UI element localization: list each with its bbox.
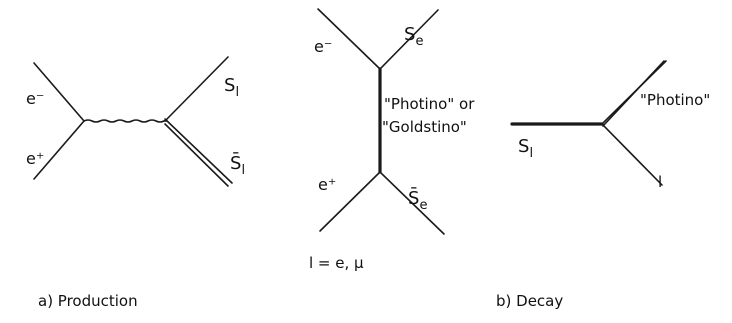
production-s-l-bar-label: S̄l [230, 152, 245, 178]
production-s-l-label: Sl [224, 75, 239, 100]
photino-or-label: "Photino" or [384, 95, 475, 113]
exchange-diagram: e⁻ Se "Photino" or "Goldstino" e⁺ S̄e l … [309, 8, 475, 272]
decay-caption: b) Decay [496, 292, 563, 310]
exchange-s-e-label: Se [404, 24, 423, 49]
decay-lepton-line [601, 123, 663, 186]
e-minus-line [33, 62, 85, 122]
exchange-s-e-bar-label: S̄e [408, 187, 427, 213]
production-e-minus-label: e⁻ [26, 89, 44, 108]
exchange-e-plus-label: e⁺ [318, 175, 336, 194]
decay-photino-line-b [602, 60, 665, 127]
s-l-bar-line-a [164, 118, 233, 184]
decay-s-l-label: Sl [518, 136, 533, 161]
s-l-bar-line-b [164, 123, 229, 187]
exchange-s-e-line [379, 9, 439, 70]
decay-photino-label: "Photino" [640, 91, 710, 109]
s-l-line [164, 56, 229, 122]
exchange-s-e-bar-line [379, 171, 445, 235]
decay-diagram: Sl "Photino" l b) Decay [496, 60, 710, 310]
decay-lepton-label: l [658, 173, 662, 191]
production-e-plus-label: e⁺ [26, 149, 44, 168]
e-plus-line [33, 120, 85, 180]
production-caption: a) Production [38, 292, 138, 310]
production-diagram: e⁻ e⁺ Sl S̄l a) Production [26, 56, 245, 310]
exchange-e-plus-line [319, 171, 381, 232]
photon-propagator [83, 119, 168, 123]
exchange-e-minus-label: e⁻ [314, 37, 332, 56]
exchange-e-minus-line [317, 8, 381, 70]
lepton-flavor-note: l = e, μ [309, 254, 364, 272]
goldstino-label: "Goldstino" [382, 118, 467, 136]
